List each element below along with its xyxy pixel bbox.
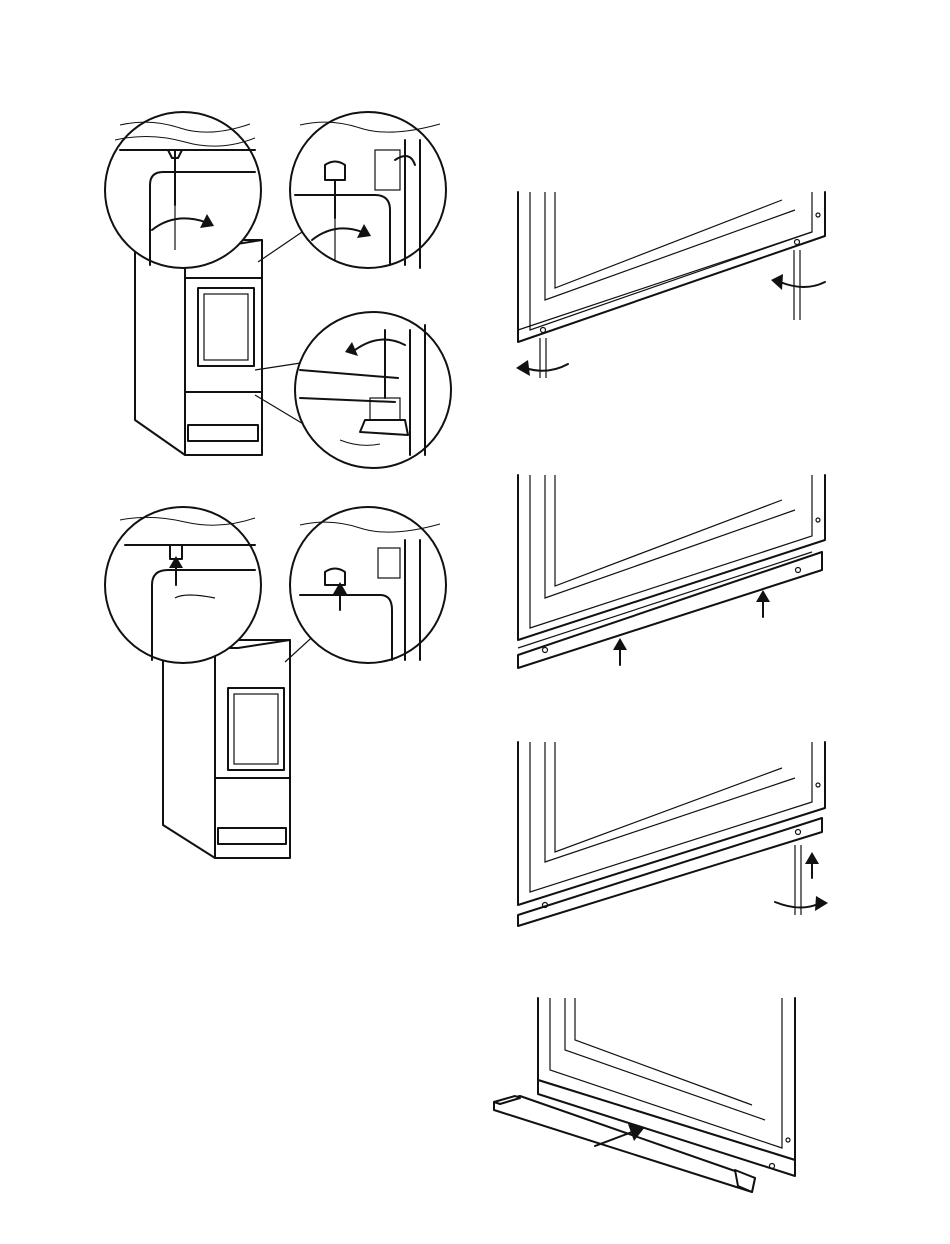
magnifier-left [105,507,261,663]
magnifier-bottom-right [295,312,451,468]
figure-cabinet-screws [100,100,460,470]
door-panel [518,192,825,342]
figure-door-rail [510,470,835,670]
screwdriver [775,845,828,915]
arrow-up-icon [613,638,627,650]
screwdriver-left [516,338,568,378]
cabinet-body [163,640,290,858]
magnifier-top-left [105,112,261,268]
door-panel [518,742,825,905]
figure-cabinet-clips [100,505,445,865]
arrow-up-icon [805,852,819,864]
magnifier-top-right [290,112,446,268]
magnifier-right [290,507,446,663]
cabinet-body [135,240,262,455]
rail [518,818,822,926]
figure-door-unscrew [510,190,835,380]
screwdriver-right [771,250,825,320]
figure-door-plinth [490,995,810,1195]
rail [518,552,822,668]
arrow-up-icon [756,590,770,602]
figure-door-screw-rail [510,740,835,930]
